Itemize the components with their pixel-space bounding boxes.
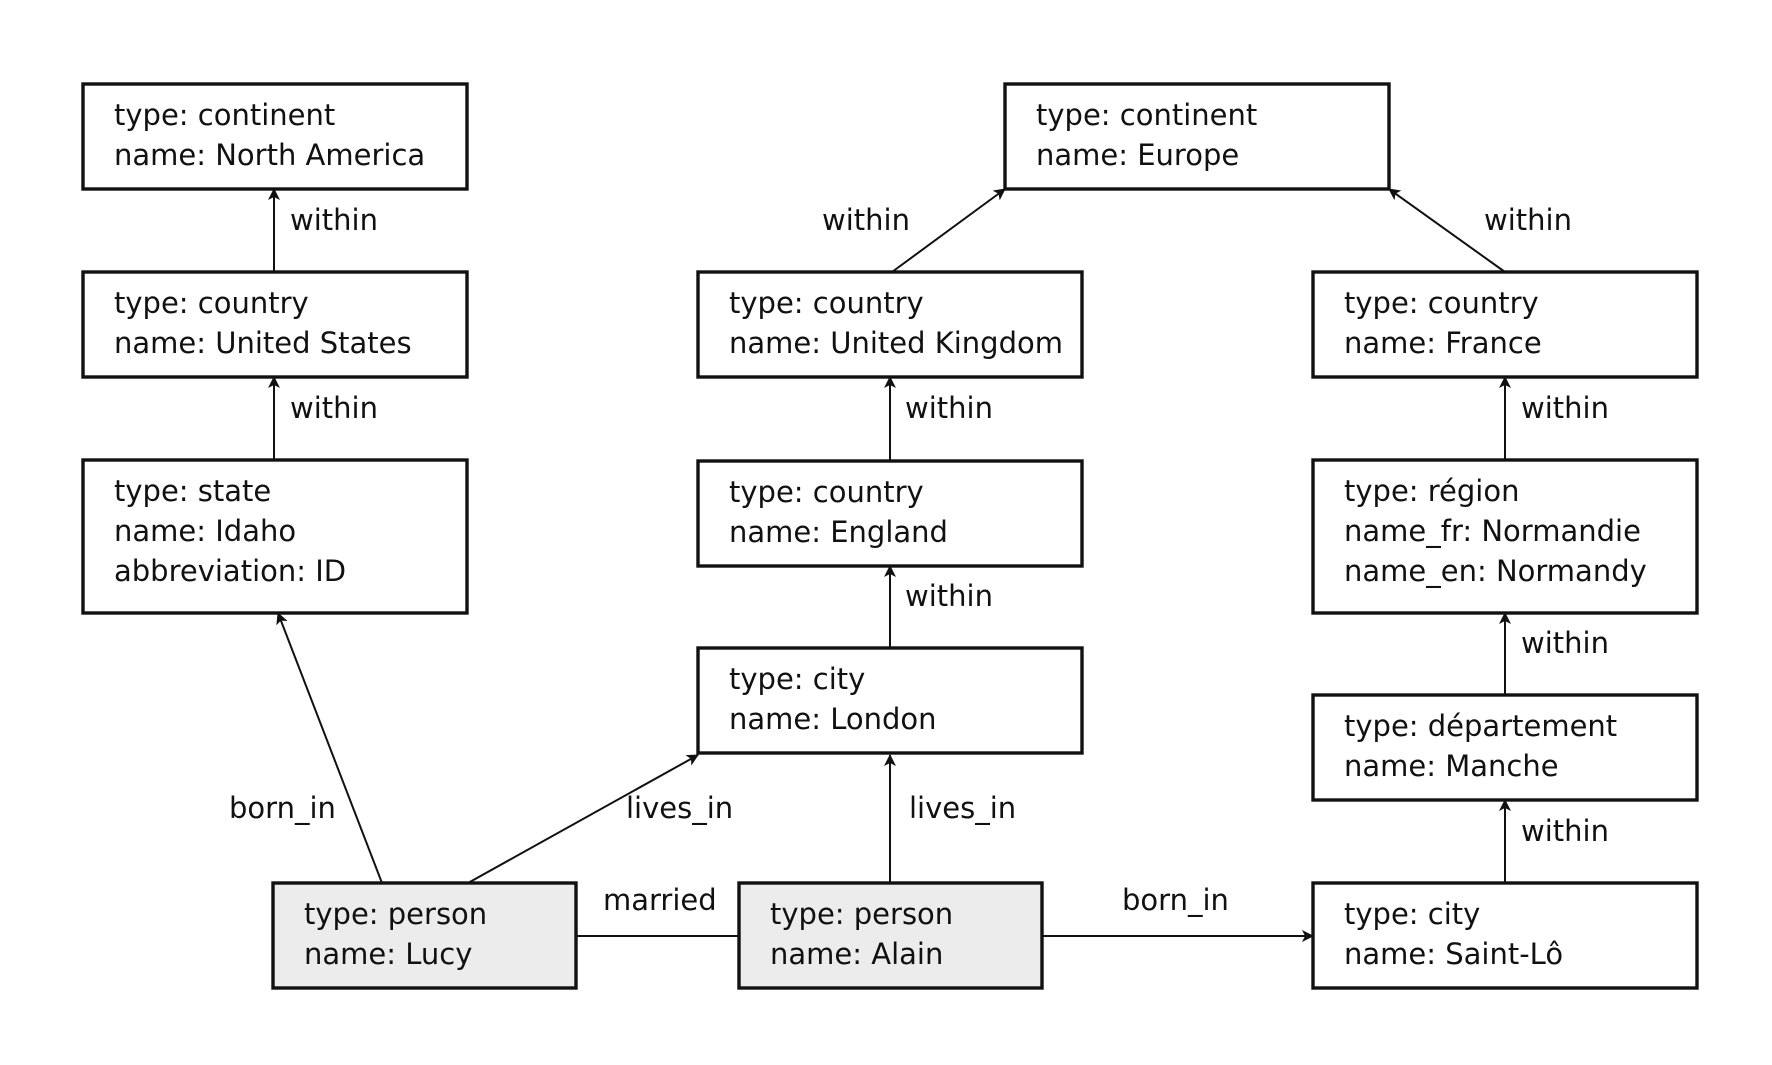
edge-lucy-lives-in-london: lives_in xyxy=(467,754,733,884)
node-line-europe-1: name: Europe xyxy=(1036,138,1239,172)
edge-us-within-na: within xyxy=(268,188,378,272)
node-line-idaho-2: abbreviation: ID xyxy=(114,554,346,588)
edge-france-within-europe: within xyxy=(1388,188,1572,273)
edge-line-uk-within-europe xyxy=(891,188,1006,273)
node-box-england xyxy=(696,459,1084,568)
node-line-england-1: name: England xyxy=(729,515,948,549)
node-line-manche-1: name: Manche xyxy=(1344,749,1559,783)
node-france: type: country name: France xyxy=(1311,270,1699,379)
edge-label-england-within-uk: within xyxy=(905,391,993,425)
edge-manche-within-normandie: within xyxy=(1499,612,1609,695)
node-normandie: type: région name_fr: Normandie name_en: N… xyxy=(1311,458,1699,615)
node-lucy: type: person name: Lucy xyxy=(271,881,578,990)
edge-line-lucy-born-in-idaho xyxy=(276,612,383,884)
node-line-saint-lo-1: name: Saint-Lô xyxy=(1344,937,1563,971)
node-box-europe xyxy=(1003,82,1391,191)
node-box-north-america xyxy=(81,82,469,191)
node-line-london-0: type: city xyxy=(729,662,865,696)
edge-label-saintlo-within-manche: within xyxy=(1521,814,1609,848)
node-line-united-kingdom-0: type: country xyxy=(729,286,924,320)
node-england: type: country name: England xyxy=(696,459,1084,568)
node-line-alain-0: type: person xyxy=(770,897,953,931)
node-united-kingdom: type: country name: United Kingdom xyxy=(696,270,1084,379)
node-line-idaho-1: name: Idaho xyxy=(114,514,296,548)
node-united-states: type: country name: United States xyxy=(81,270,469,379)
node-line-north-america-1: name: North America xyxy=(114,138,425,172)
node-line-normandie-2: name_en: Normandy xyxy=(1344,554,1647,588)
edge-alain-lives-in-london: lives_in xyxy=(884,754,1016,883)
node-europe: type: continent name: Europe xyxy=(1003,82,1391,191)
edge-saintlo-within-manche: within xyxy=(1499,799,1609,883)
node-box-united-kingdom xyxy=(696,270,1084,379)
node-saint-lo: type: city name: Saint-Lô xyxy=(1311,881,1699,990)
node-box-lucy xyxy=(271,881,578,990)
node-line-lucy-1: name: Lucy xyxy=(304,937,472,971)
node-line-france-1: name: France xyxy=(1344,326,1542,360)
edge-alain-born-in-saintlo: born_in xyxy=(1042,883,1314,942)
node-box-london xyxy=(696,646,1084,755)
edge-label-london-within-england: within xyxy=(905,579,993,613)
node-box-manche xyxy=(1311,693,1699,802)
edge-label-uk-within-europe: within xyxy=(822,203,910,237)
edge-label-manche-within-normandie: within xyxy=(1521,626,1609,660)
node-line-united-states-1: name: United States xyxy=(114,326,412,360)
node-line-manche-0: type: département xyxy=(1344,709,1617,743)
node-manche: type: département name: Manche xyxy=(1311,693,1699,802)
node-line-united-states-0: type: country xyxy=(114,286,309,320)
node-alain: type: person name: Alain xyxy=(737,881,1044,990)
node-north-america: type: continent name: North America xyxy=(81,82,469,191)
edge-label-france-within-europe: within xyxy=(1484,203,1572,237)
node-box-normandie xyxy=(1311,458,1699,615)
node-line-north-america-0: type: continent xyxy=(114,98,335,132)
node-line-alain-1: name: Alain xyxy=(770,937,943,971)
node-line-normandie-0: type: région xyxy=(1344,474,1520,508)
node-london: type: city name: London xyxy=(696,646,1084,755)
node-line-normandie-1: name_fr: Normandie xyxy=(1344,514,1641,548)
node-line-saint-lo-0: type: city xyxy=(1344,897,1480,931)
edge-label-idaho-within-us: within xyxy=(290,391,378,425)
edge-line-lucy-lives-in-london xyxy=(467,754,699,884)
edge-uk-within-europe: within xyxy=(822,188,1006,273)
node-box-france xyxy=(1311,270,1699,379)
edge-label-alain-born-in-saintlo: born_in xyxy=(1122,883,1229,917)
edges-layer: within within within within within within with… xyxy=(229,188,1609,942)
edge-lucy-married-alain: married xyxy=(576,883,739,937)
edge-label-lucy-born-in-idaho: born_in xyxy=(229,791,336,825)
node-line-europe-0: type: continent xyxy=(1036,98,1257,132)
node-box-alain xyxy=(737,881,1044,990)
edge-label-normandie-within-france: within xyxy=(1521,391,1609,425)
node-line-london-1: name: London xyxy=(729,702,937,736)
node-line-idaho-0: type: state xyxy=(114,474,271,508)
edge-label-us-within-na: within xyxy=(290,203,378,237)
edge-label-alain-lives-in-london: lives_in xyxy=(909,791,1016,825)
edge-normandie-within-france: within xyxy=(1499,376,1609,460)
node-line-france-0: type: country xyxy=(1344,286,1539,320)
node-idaho: type: state name: Idaho abbreviation: ID xyxy=(81,458,469,615)
edge-line-france-within-europe xyxy=(1388,188,1506,273)
node-line-lucy-0: type: person xyxy=(304,897,487,931)
edge-lucy-born-in-idaho: born_in xyxy=(229,612,383,884)
node-box-united-states xyxy=(81,270,469,379)
node-line-england-0: type: country xyxy=(729,475,924,509)
edge-england-within-uk: within xyxy=(884,376,993,461)
node-line-united-kingdom-1: name: United Kingdom xyxy=(729,326,1063,360)
edge-label-lucy-lives-in-london: lives_in xyxy=(626,791,733,825)
edge-label-lucy-married-alain: married xyxy=(603,883,717,917)
edge-london-within-england: within xyxy=(884,565,993,648)
node-box-idaho xyxy=(81,458,469,615)
edge-idaho-within-us: within xyxy=(268,376,378,460)
node-box-saint-lo xyxy=(1311,881,1699,990)
